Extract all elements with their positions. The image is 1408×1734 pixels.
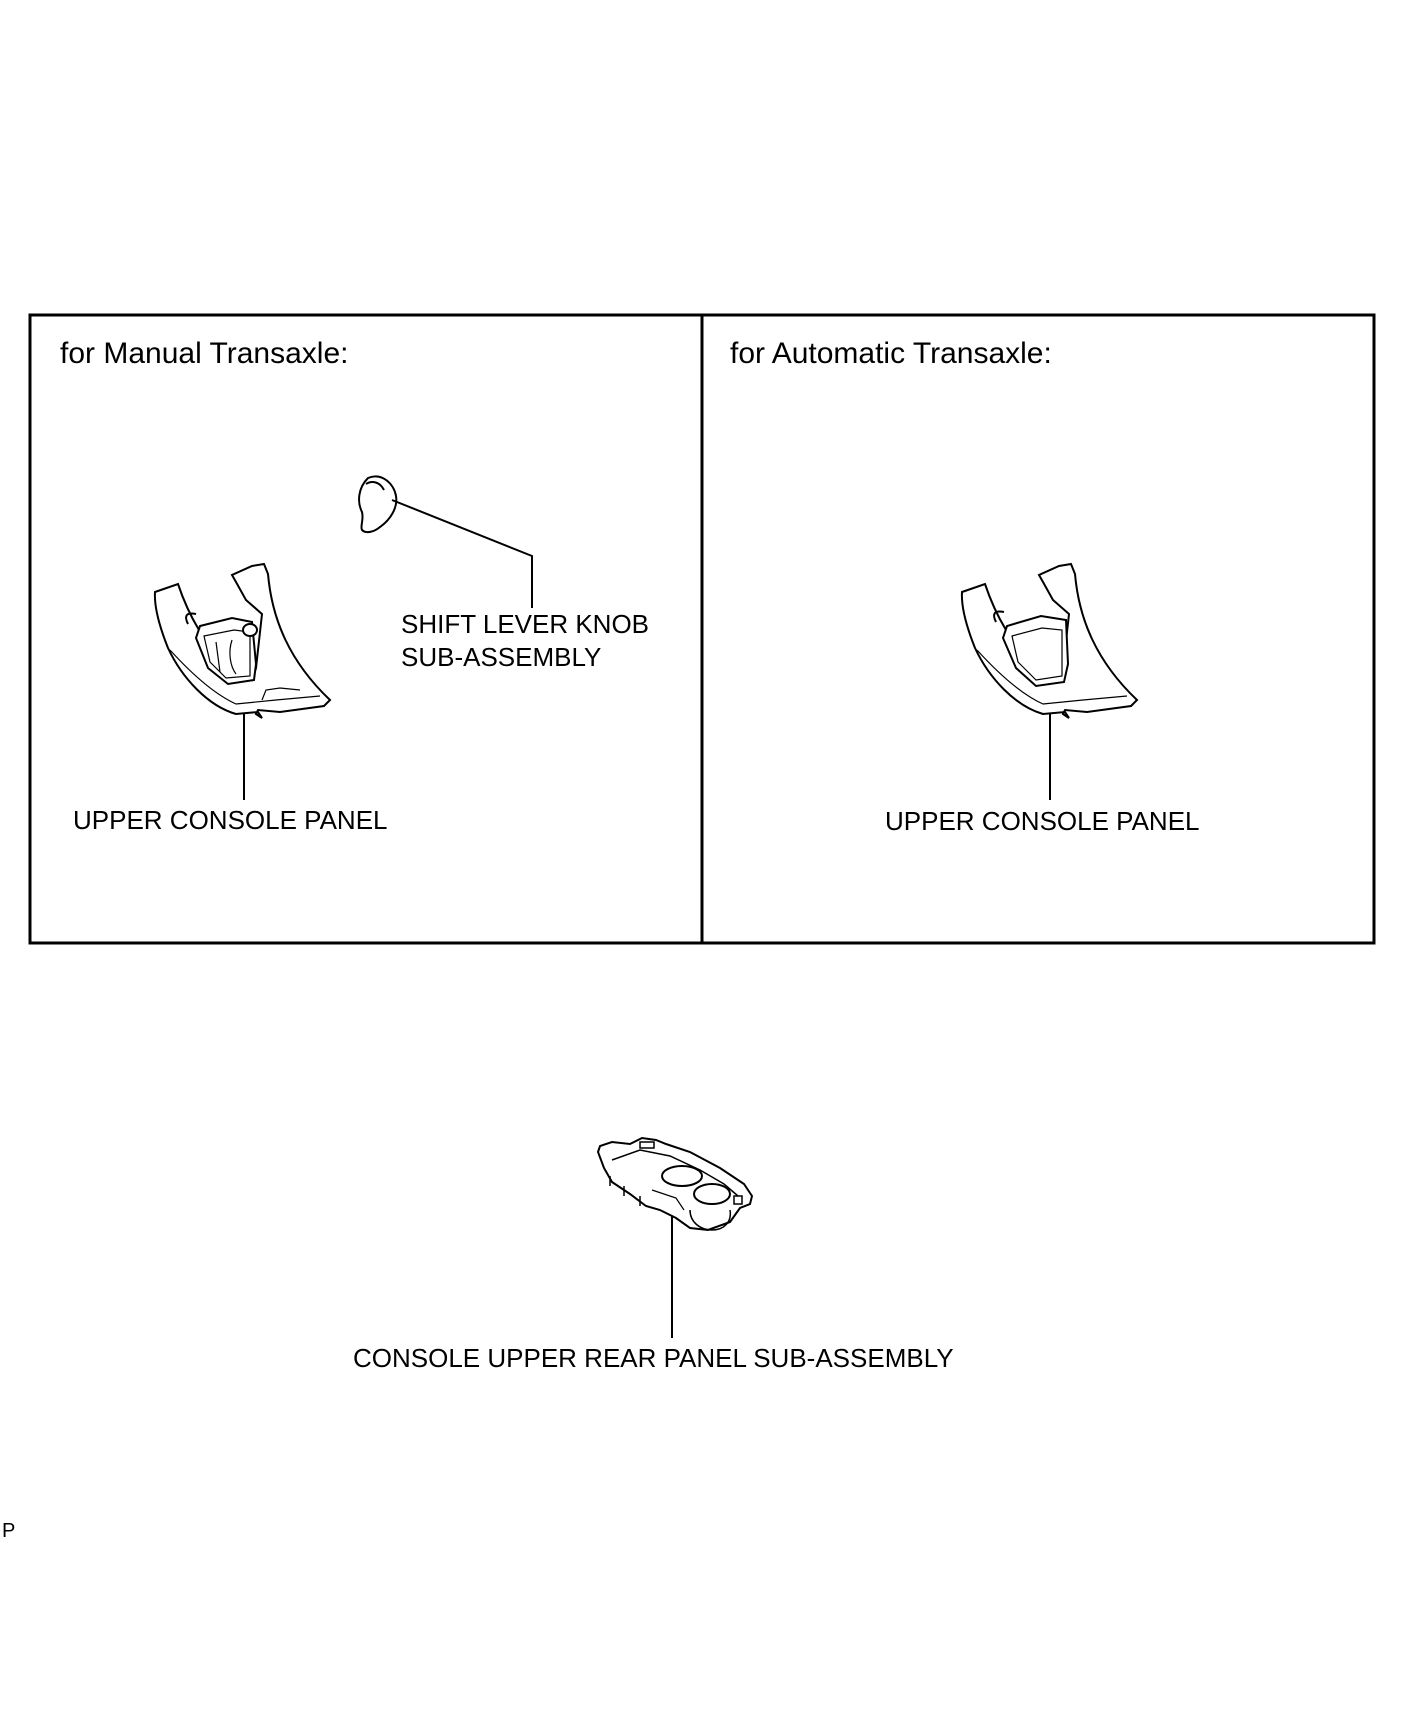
upper-console-panel-automatic-illustration (960, 562, 1139, 719)
leader-lines (243, 499, 1051, 1338)
console-upper-rear-panel-label: CONSOLE UPPER REAR PANEL SUB-ASSEMBLY (353, 1343, 954, 1373)
frame (28, 313, 1376, 945)
console-upper-rear-panel-illustration (596, 1136, 754, 1232)
leader-shift-lever-knob (391, 499, 533, 608)
shift-lever-knob-label: SHIFT LEVER KNOB SUB-ASSEMBLY (401, 609, 650, 672)
shift-lever-knob-illustration (358, 475, 398, 534)
upper-console-panel-manual-illustration (153, 562, 332, 719)
upper-console-panel-manual-label: UPPER CONSOLE PANEL (73, 805, 388, 835)
automatic-transaxle-header: for Automatic Transaxle: (730, 337, 1052, 370)
corner-mark: P (2, 1520, 16, 1542)
upper-console-panel-automatic-label: UPPER CONSOLE PANEL (885, 806, 1200, 836)
manual-transaxle-header: for Manual Transaxle: (60, 337, 349, 370)
